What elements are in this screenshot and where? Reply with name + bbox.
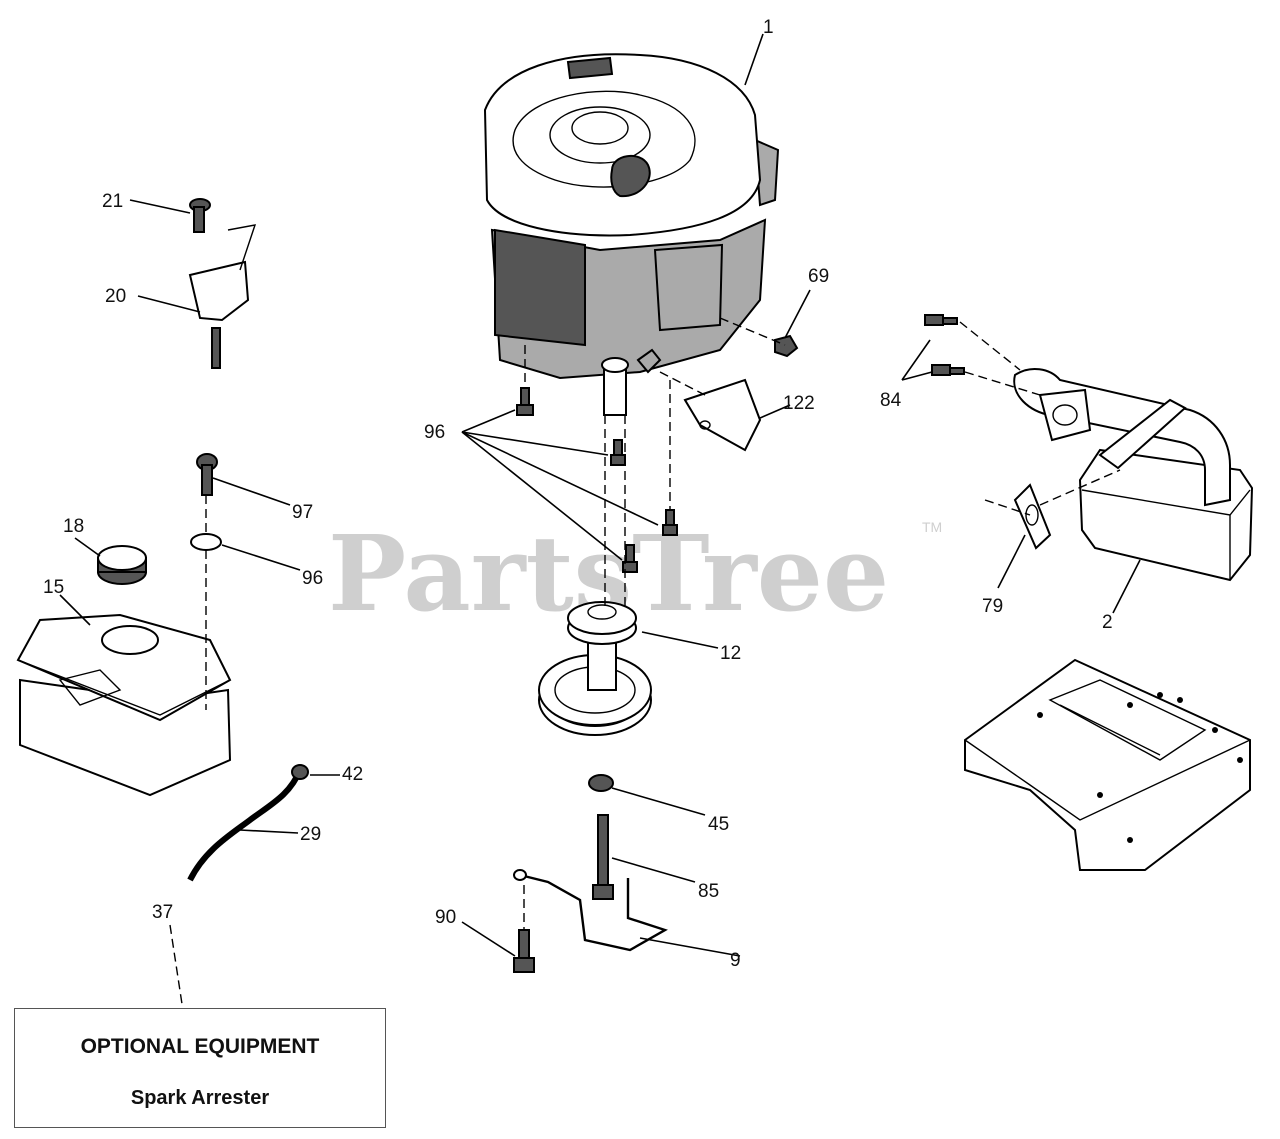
bolt-85-part[interactable] — [592, 814, 614, 900]
pulley-part[interactable] — [538, 601, 652, 736]
callout-20: 20 — [105, 286, 126, 307]
optional-equipment-title: OPTIONAL EQUIPMENT — [80, 1035, 320, 1058]
callout-37: 42 — [342, 764, 363, 785]
throttle-bracket-part[interactable] — [188, 224, 257, 369]
callout-79: 84 — [880, 390, 902, 411]
washer-42-part[interactable] — [588, 774, 614, 792]
gasket-part[interactable] — [1013, 483, 1052, 550]
callout-1: 1 — [763, 17, 774, 38]
screw-21-part[interactable] — [189, 198, 211, 233]
washer-96-part[interactable] — [190, 533, 222, 551]
screw-97-part[interactable] — [196, 453, 218, 496]
callout-29: 37 — [152, 902, 173, 923]
callout-18: 18 — [63, 516, 84, 537]
rod-part[interactable] — [519, 873, 668, 952]
engine-mounting-plate[interactable] — [964, 658, 1251, 871]
callout-21: 21 — [102, 191, 123, 212]
callout-15: 15 — [43, 577, 64, 598]
muffler-part[interactable] — [1013, 368, 1254, 582]
bolts-79-part[interactable] — [924, 314, 965, 376]
callout-28: 29 — [300, 824, 321, 845]
clamp-part[interactable] — [291, 764, 309, 780]
fuel-tank-part[interactable] — [16, 613, 232, 797]
callout-122: 122 — [783, 393, 815, 414]
callout-85: 85 — [698, 881, 719, 902]
spark-arrester-item: Spark Arrester — [130, 1087, 270, 1109]
callout-9: 9 — [730, 950, 741, 971]
fuel-line-part[interactable] — [187, 768, 303, 882]
callout-97: 97 — [292, 502, 313, 523]
optional-equipment-box: OPTIONAL EQUIPMENT Spark Arrester — [14, 1008, 386, 1128]
watermark-trademark: TM — [922, 519, 942, 535]
heat-shield-part[interactable] — [683, 378, 762, 452]
engine-part[interactable] — [483, 53, 780, 380]
callout-90: 90 — [435, 907, 456, 928]
bolts-84-part[interactable] — [516, 387, 678, 573]
callout-2: 2 — [1102, 612, 1113, 633]
callout-12: 12 — [720, 643, 741, 664]
callout-69: 79 — [982, 596, 1003, 617]
callout-42: 45 — [708, 814, 729, 835]
callout-84: 96 — [424, 422, 445, 443]
callout-45: 69 — [808, 266, 829, 287]
fuel-cap-part[interactable] — [97, 545, 147, 585]
screw-90-part[interactable] — [513, 929, 535, 973]
nut-45-part[interactable] — [774, 334, 799, 358]
